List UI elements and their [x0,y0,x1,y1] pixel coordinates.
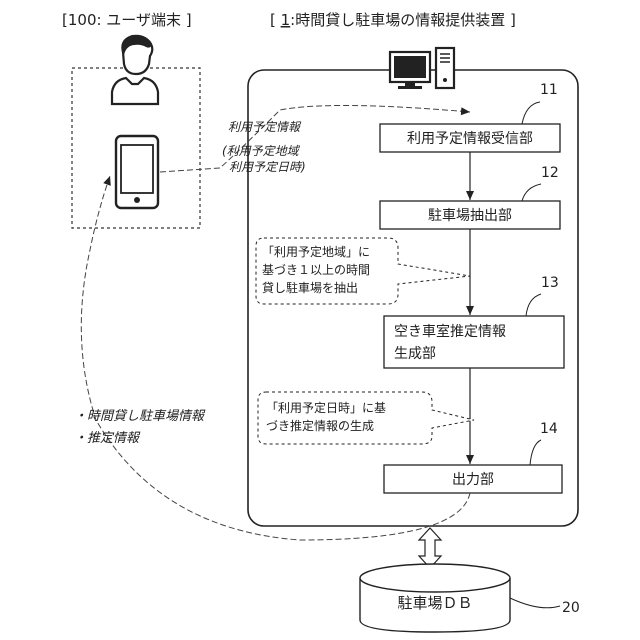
block-12-ref: 12 [541,165,559,181]
device-title-rest: :時間貸し駐車場の情報提供装置 ] [290,11,516,29]
block-12-leader [522,184,541,201]
block-13-ref: 13 [541,275,559,291]
callout-1-line2: 基づき１以上の時間 [262,263,370,277]
computer-icon [390,48,454,89]
callout-2-line1: 「利用予定日時」に基 [266,400,386,415]
db-double-arrow [419,528,441,568]
block-12-label: 駐車場抽出部 [428,207,512,224]
database-leader [510,598,560,608]
block-11-label: 利用予定情報受信部 [407,131,533,147]
database-label: 駐車場ＤＢ [397,594,472,612]
request-note-line3: 利用予定日時) [229,160,306,174]
response-note-line2: ・推定情報 [74,430,141,446]
smartphone-icon [116,136,158,208]
callout-2-shape [258,392,474,444]
callout-2-line2: づき推定情報の生成 [266,418,374,433]
block-11-ref: 11 [540,82,558,98]
device-title-number: 1 [281,11,291,29]
user-person-icon [112,35,158,104]
request-note-line1: 利用予定情報 [228,120,302,134]
block-13-leader [526,294,541,316]
block-13-label-line1: 空き車室推定情報 [394,323,506,340]
block-11-leader [522,102,540,124]
device-title-prefix: [ [270,11,281,29]
block-14-ref: 14 [540,421,558,437]
callout-1-line1: 「利用予定地域」に [262,244,370,259]
request-note-line2: (利用予定地域 [222,144,301,158]
callout-1-line3: 貸し駐車場を抽出 [262,280,358,295]
block-14-label: 出力部 [452,472,494,488]
response-note-line1: ・時間貸し駐車場情報 [74,409,206,424]
user-terminal-title: [100: ユーザ端末 ] [62,11,192,29]
device-title: [ 1:時間貸し駐車場の情報提供装置 ] [270,11,516,29]
database-ref: 20 [562,600,580,616]
block-14-leader [530,440,541,465]
block-13-label-line2: 生成部 [394,346,436,362]
